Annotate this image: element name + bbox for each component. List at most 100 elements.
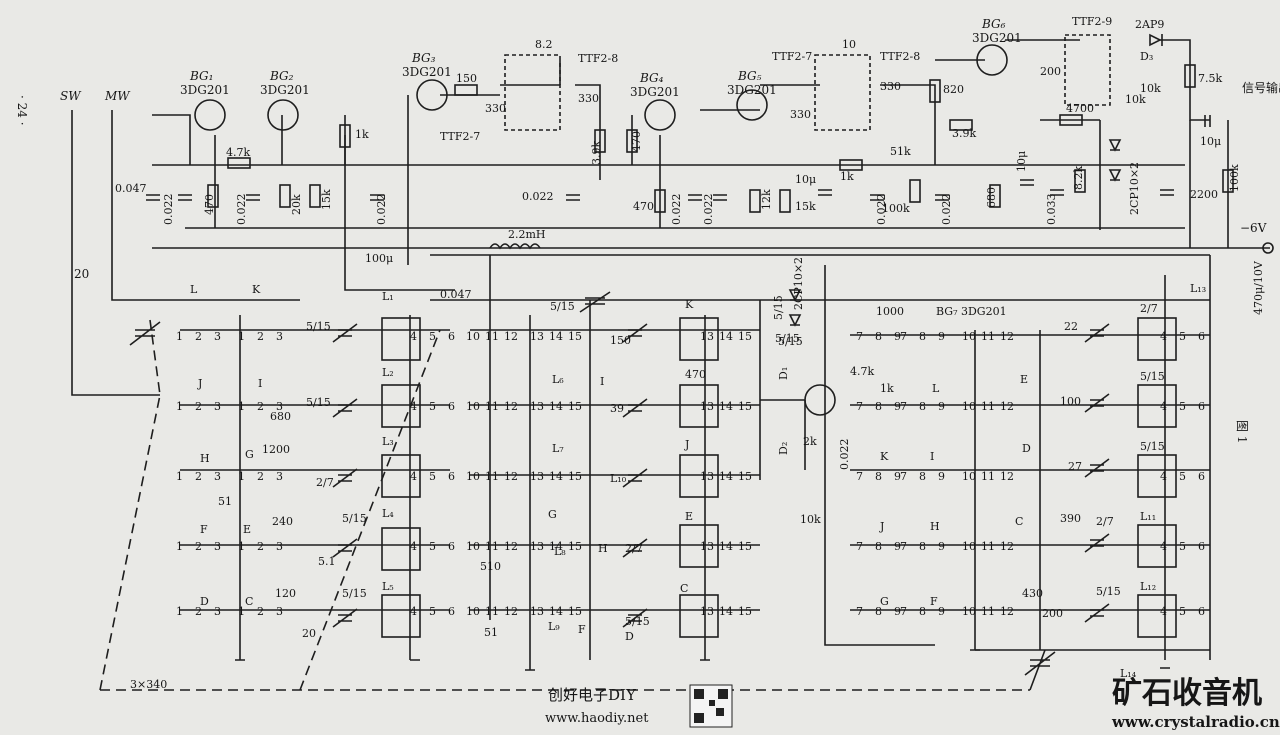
component-label: 330 xyxy=(880,80,901,93)
component-label: 2/7 xyxy=(1096,515,1114,528)
component-label: 1k xyxy=(880,382,894,395)
pin-number: 5 xyxy=(1179,470,1186,483)
switch-position-label: 20 xyxy=(74,267,89,281)
pin-number: 1 xyxy=(176,605,183,618)
pin-number: 3 xyxy=(276,400,283,413)
pin-number: 12 xyxy=(504,470,518,483)
component-label: 20k xyxy=(290,194,303,215)
figure-label: 图 1 xyxy=(1235,420,1249,443)
component-label: C xyxy=(680,582,688,595)
pin-number: 4 xyxy=(1160,470,1167,483)
pin-number: 6 xyxy=(448,605,455,618)
component-label: 10μ xyxy=(795,173,816,186)
component-label: L xyxy=(190,283,198,296)
pin-number: 12 xyxy=(504,400,518,413)
pin-number: 8 xyxy=(875,330,882,343)
component-label: D₃ xyxy=(1140,50,1153,63)
component-label: 3.9k xyxy=(952,127,976,140)
pin-number: 2 xyxy=(257,400,264,413)
component-label: 680 xyxy=(270,410,291,423)
component-label: L₇ xyxy=(552,442,564,455)
pin-number: 14 xyxy=(549,540,563,553)
component-label: 0.022 xyxy=(670,194,683,226)
pin-number: 9 xyxy=(894,330,901,343)
pin-number: 3 xyxy=(276,605,283,618)
pin-number: 14 xyxy=(719,470,733,483)
component-label: 39 xyxy=(610,402,624,415)
component-label: D xyxy=(625,630,634,643)
component-label: 10k xyxy=(1125,93,1146,106)
component-label: 100k xyxy=(1228,164,1241,192)
component-label: L₁₄ xyxy=(1120,667,1137,680)
pin-number: 1 xyxy=(176,400,183,413)
pin-number: 2 xyxy=(195,540,202,553)
pin-number: 8 xyxy=(875,605,882,618)
pin-number: 5 xyxy=(429,605,436,618)
pin-number: 13 xyxy=(700,330,714,343)
pin-number: 6 xyxy=(1198,605,1205,618)
pin-number: 9 xyxy=(938,470,945,483)
pin-number: 5 xyxy=(1179,330,1186,343)
pin-number: 14 xyxy=(549,330,563,343)
component-label: 330 xyxy=(485,102,506,115)
component-label: TTF2-7 xyxy=(440,130,480,143)
component-label: 390 xyxy=(1060,512,1081,525)
component-label: F xyxy=(578,623,586,636)
component-label: G xyxy=(548,508,557,521)
bg2-type: 3DG201 xyxy=(260,83,310,97)
component-label: 4.7k xyxy=(226,146,250,159)
component-label: L₁₃ xyxy=(1190,282,1206,295)
pin-number: 2 xyxy=(257,470,264,483)
pin-number: 7 xyxy=(856,470,863,483)
pin-number: 8 xyxy=(919,470,926,483)
pin-number: 1 xyxy=(238,330,245,343)
page-number: · 24 · xyxy=(15,95,29,126)
pin-number: 14 xyxy=(719,330,733,343)
pin-number: 8 xyxy=(875,540,882,553)
component-label: L xyxy=(932,382,940,395)
pin-number: 9 xyxy=(938,330,945,343)
component-label: 0.022 xyxy=(838,439,851,471)
component-label: 430 xyxy=(1022,587,1043,600)
bg1-name: BG₁ xyxy=(189,69,213,83)
pin-number: 9 xyxy=(938,400,945,413)
pin-number: 12 xyxy=(1000,605,1014,618)
pin-number: 7 xyxy=(900,400,907,413)
component-label: BG₇ 3DG201 xyxy=(936,305,1007,318)
pin-number: 11 xyxy=(981,470,995,483)
pin-number: 1 xyxy=(176,540,183,553)
pin-number: 8 xyxy=(919,540,926,553)
pin-number: 4 xyxy=(410,605,417,618)
pin-number: 5 xyxy=(429,470,436,483)
component-label: 470 xyxy=(630,131,643,152)
pin-number: 10 xyxy=(466,400,480,413)
component-label: 51 xyxy=(218,495,232,508)
pin-number: 11 xyxy=(485,400,499,413)
component-label: L₂ xyxy=(382,366,394,379)
pin-number: 1 xyxy=(176,470,183,483)
pin-number: 13 xyxy=(530,605,544,618)
component-label: F xyxy=(930,595,938,608)
pin-number: 1 xyxy=(238,470,245,483)
pin-number: 9 xyxy=(894,400,901,413)
bg2-name: BG₂ xyxy=(269,69,294,83)
pin-number: 2 xyxy=(195,470,202,483)
component-label: I xyxy=(258,377,262,390)
component-label: 5/15 xyxy=(306,396,331,409)
component-label: L₈ xyxy=(554,545,566,558)
pin-number: 6 xyxy=(1198,470,1205,483)
pin-number: 12 xyxy=(504,540,518,553)
pin-number: 10 xyxy=(962,400,976,413)
component-label: 100k xyxy=(882,202,910,215)
pin-number: 11 xyxy=(485,540,499,553)
component-label: TTF2-7 xyxy=(772,50,812,63)
pin-number: 3 xyxy=(214,470,221,483)
pin-number: 3 xyxy=(214,330,221,343)
component-label: 200 xyxy=(1042,607,1063,620)
component-label: L₁₂ xyxy=(1140,580,1156,593)
bg5-type: 3DG201 xyxy=(727,83,777,97)
component-label: 330 xyxy=(578,92,599,105)
